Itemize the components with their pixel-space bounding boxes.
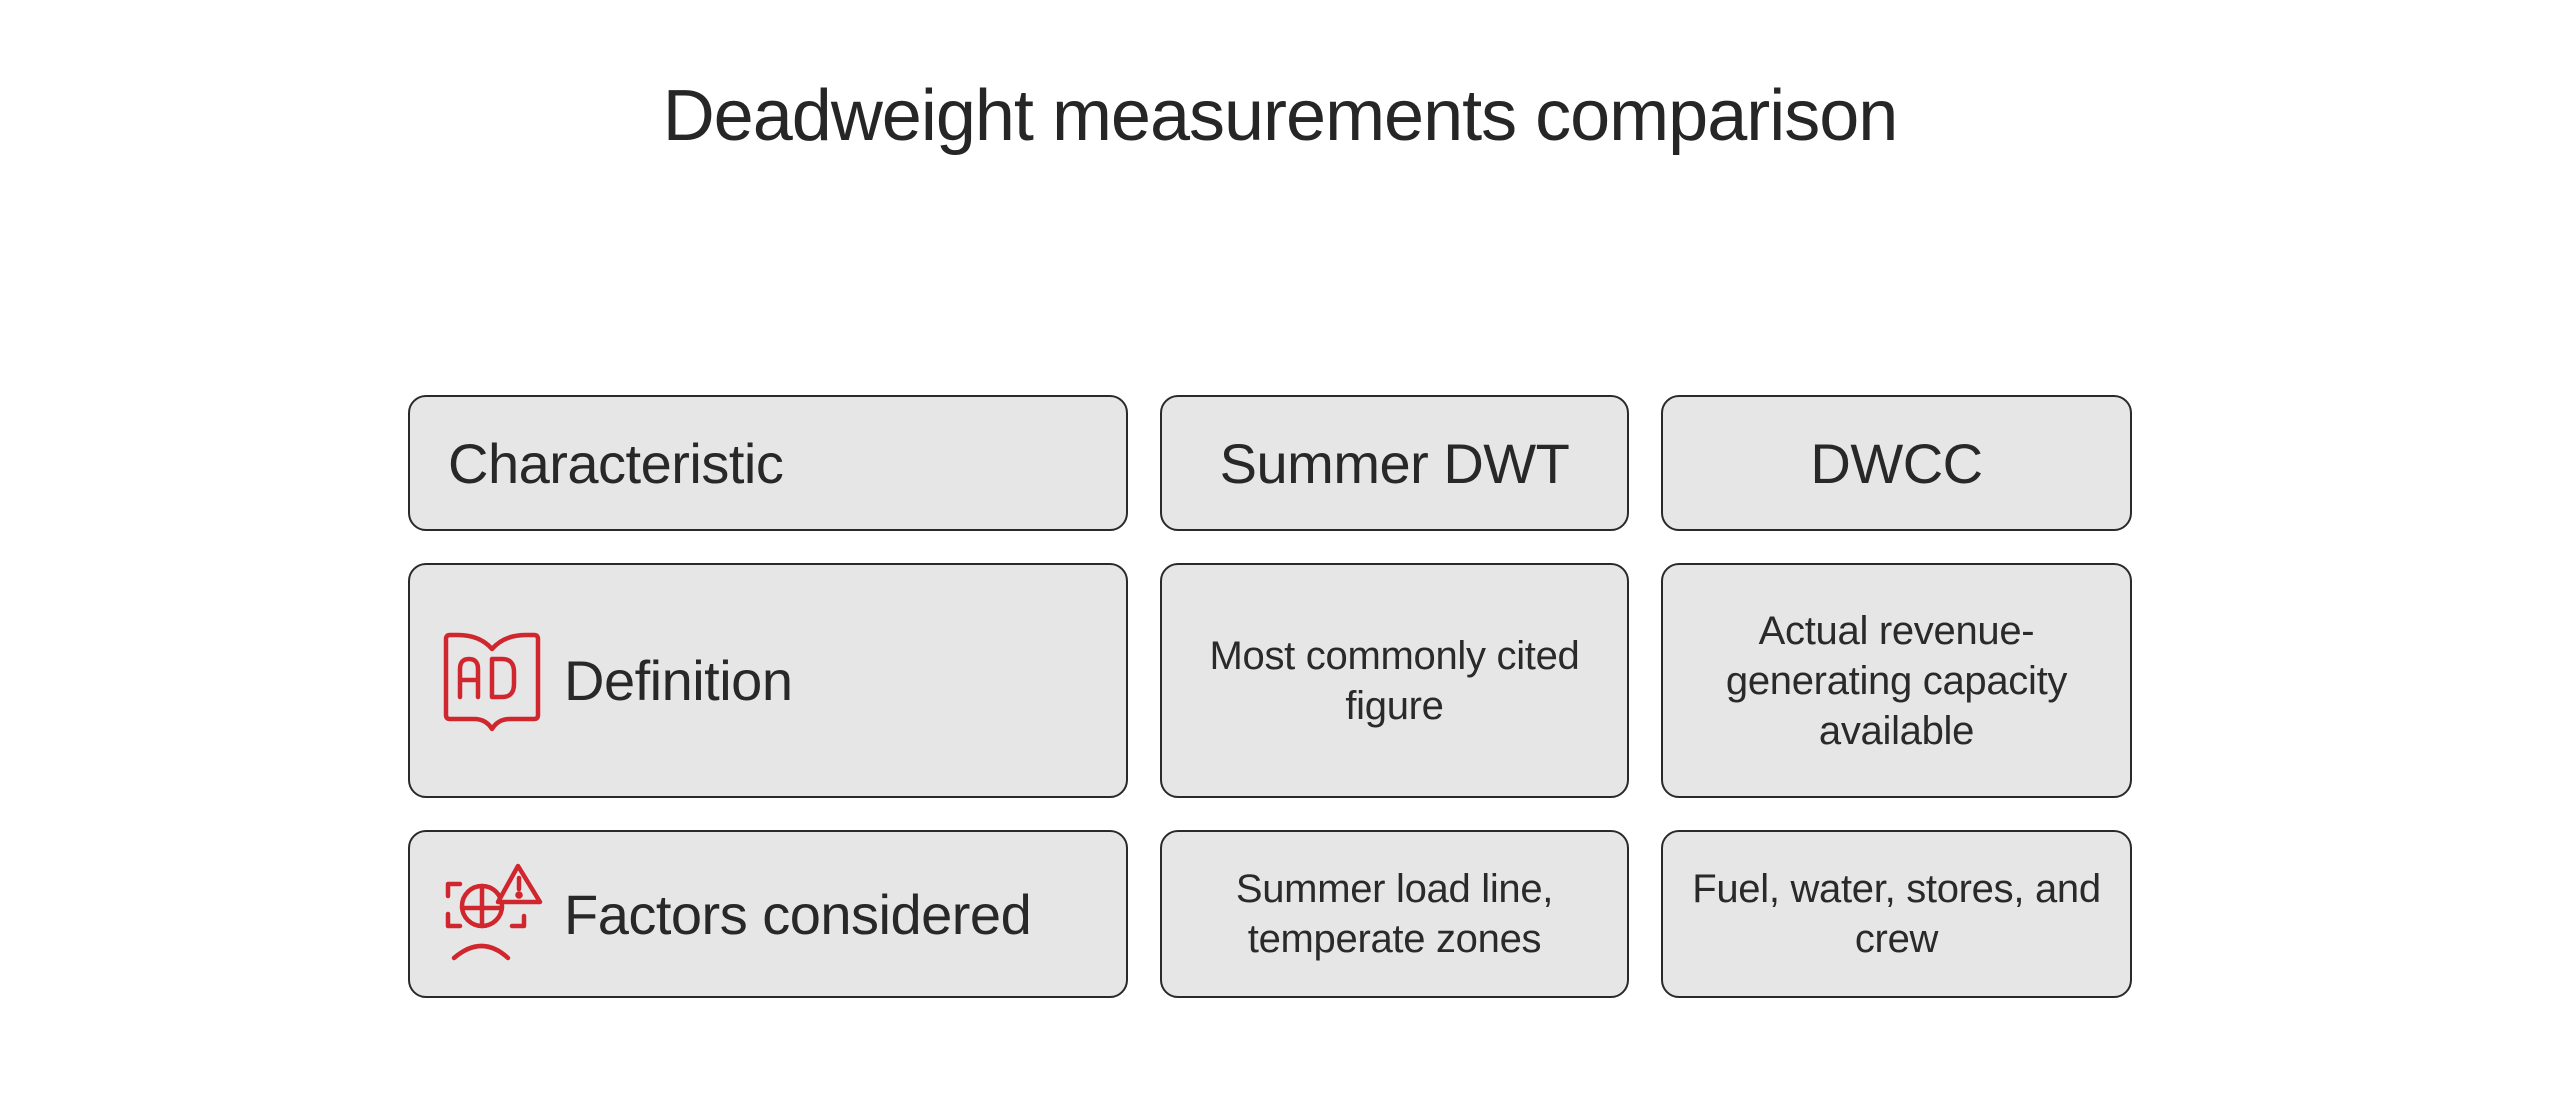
header-label: Characteristic	[448, 431, 784, 495]
header-label: DWCC	[1810, 431, 1983, 495]
header-cell-characteristic: Characteristic	[408, 395, 1128, 531]
value-text: Actual revenue-generating capacity avail…	[1725, 608, 2068, 753]
value-text: Most commonly cited figure	[1209, 633, 1580, 728]
row-label: Definition	[564, 649, 793, 712]
value-cell: Actual revenue-generating capacity avail…	[1661, 563, 2132, 798]
value-cell: Most commonly cited figure	[1160, 563, 1629, 798]
book-ad-icon	[443, 632, 541, 731]
row-label-cell-factors-considered: Factors considered	[408, 830, 1128, 998]
row-label: Factors considered	[564, 882, 1032, 946]
header-label: Summer DWT	[1219, 431, 1570, 495]
page-title: Deadweight measurements comparison	[662, 76, 1899, 156]
value-text: Summer load line, temperate zones	[1235, 867, 1554, 961]
header-cell-dwcc: DWCC	[1661, 395, 2132, 531]
header-cell-summer-dwt: Summer DWT	[1160, 395, 1629, 531]
value-text: Fuel, water, stores, and crew	[1692, 867, 2101, 961]
row-label-cell-definition: Definition	[408, 563, 1128, 798]
globe-warning-scan-icon	[445, 863, 543, 961]
value-cell: Fuel, water, stores, and crew	[1661, 830, 2132, 998]
value-cell: Summer load line, temperate zones	[1160, 830, 1629, 998]
